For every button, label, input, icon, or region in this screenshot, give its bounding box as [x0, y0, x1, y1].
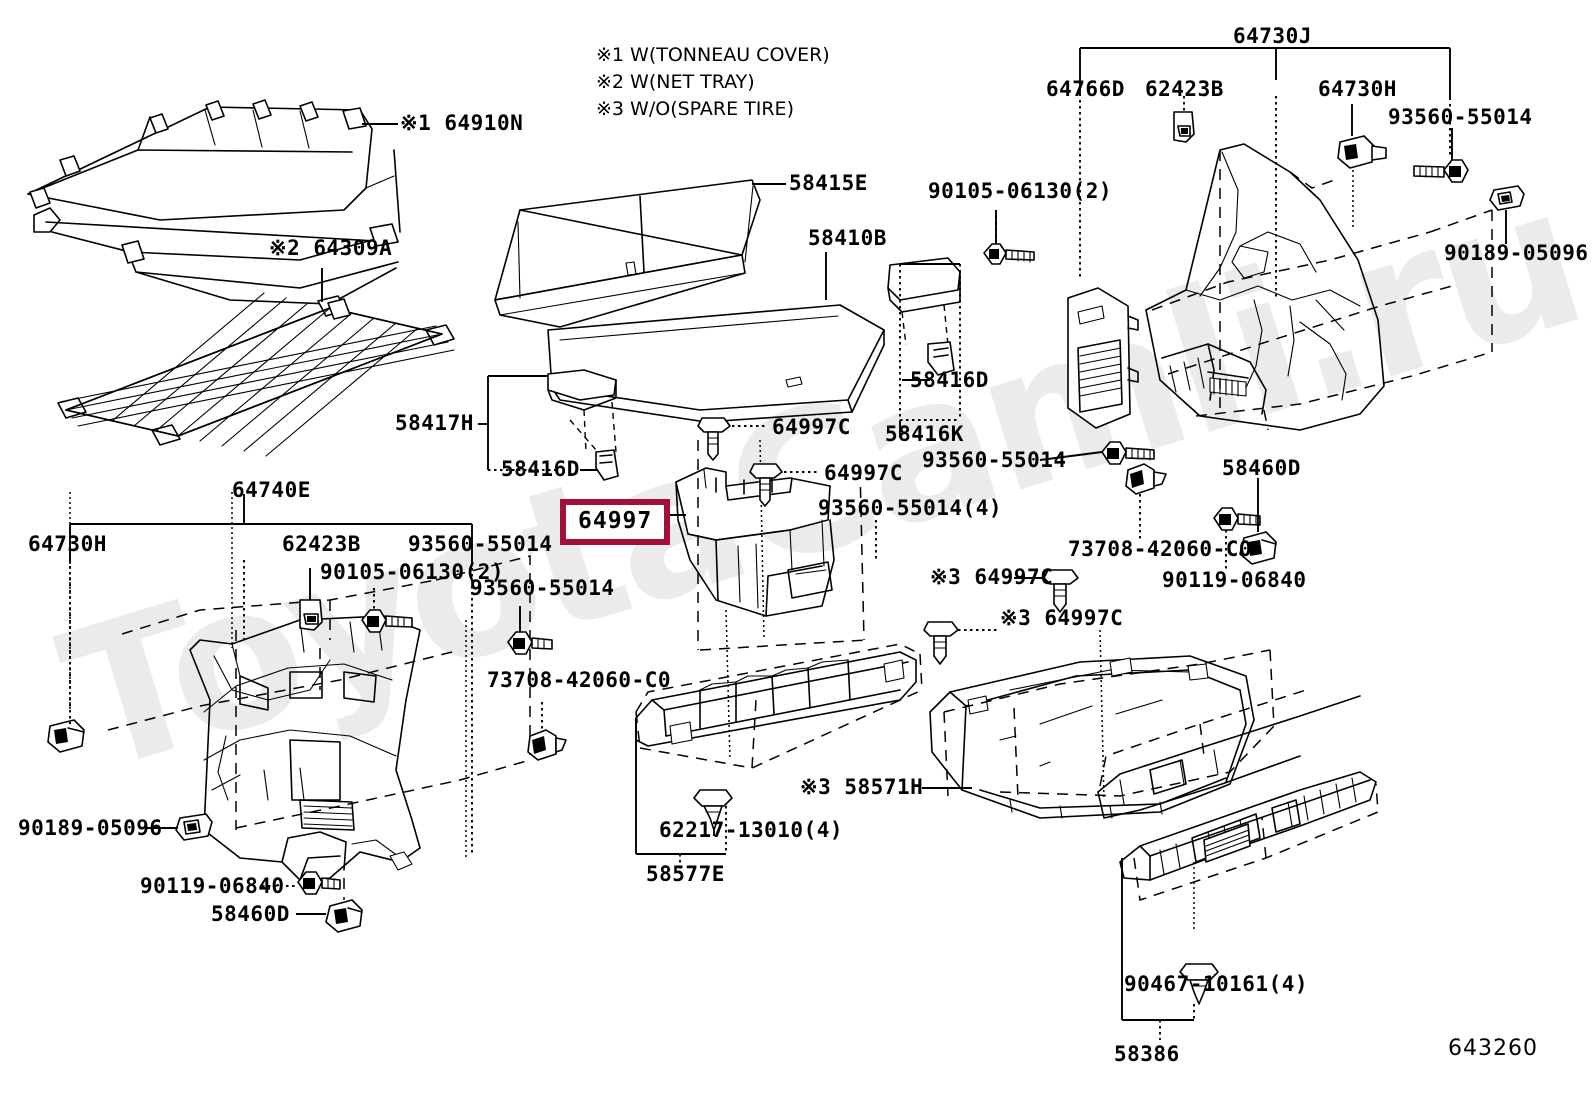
part-label-58416d-a[interactable]: 58416D [501, 457, 580, 481]
fastener-62423b-bottom [299, 599, 323, 631]
part-label-62423b-b[interactable]: 62423B [282, 532, 361, 556]
part-label-93560-b[interactable]: 93560-55014 [922, 448, 1067, 472]
part-58577e-rear-tray [635, 609, 923, 769]
part-label-64997c-2[interactable]: 64997C [824, 461, 903, 485]
part-label-64766d[interactable]: 64766D [1046, 77, 1125, 101]
part-label-58416k[interactable]: 58416K [885, 422, 964, 446]
part-label-90119-a[interactable]: 90119-06840 [1162, 568, 1307, 592]
part-label-64997c-1[interactable]: 64997C [772, 415, 851, 439]
part-label-64730h-a[interactable]: 64730H [1318, 77, 1397, 101]
part-58415e-deck-board [494, 179, 761, 328]
part-label-58460d-b[interactable]: 58460D [211, 902, 290, 926]
diagram-number: 643260 [1448, 1036, 1538, 1061]
part-64766d-vent-panel [1067, 287, 1139, 429]
part-label-58386[interactable]: 58386 [1114, 1042, 1180, 1066]
fastener-64730h-top [1337, 135, 1387, 169]
part-58386-sill-plate [1119, 771, 1379, 930]
part-label-90105-a[interactable]: 90105-06130(2) [928, 179, 1113, 203]
part-label-90189-b[interactable]: 90189-05096 [18, 816, 163, 840]
part-label-64997c-4[interactable]: ※3 64997C [1000, 606, 1124, 630]
part-64730j-quarter-trim [1145, 143, 1493, 431]
fastener-93560-55014-mid [1101, 441, 1155, 465]
part-label-58410b[interactable]: 58410B [808, 226, 887, 250]
part-label-58460d-a[interactable]: 58460D [1222, 456, 1301, 480]
part-58416k-vent-trim [887, 257, 961, 376]
part-label-93560-a[interactable]: 93560-55014 [1388, 105, 1533, 129]
fastener-90119-06840-right [1213, 507, 1261, 531]
part-label-64730j[interactable]: 64730J [1233, 24, 1312, 48]
part-58571h-cover [929, 629, 1275, 819]
fastener-73708-42060-right [1125, 463, 1167, 495]
part-label-73708-a[interactable]: 73708-42060-C0 [1068, 537, 1253, 561]
fastener-58460d-bottom [325, 899, 363, 933]
part-label-58417h[interactable]: 58417H [395, 411, 474, 435]
note-1: ※1 W(TONNEAU COVER) [596, 44, 830, 66]
fastener-73708-42060-bottom [527, 729, 567, 761]
fastener-64997c-4 [923, 621, 959, 665]
part-label-90119-b[interactable]: 90119-06840 [140, 874, 285, 898]
part-label-90189-a[interactable]: 90189-05096 [1444, 241, 1589, 265]
part-label-58416d-b[interactable]: 58416D [910, 368, 989, 392]
part-label-58571h[interactable]: ※3 58571H [800, 775, 924, 799]
fastener-90105-06130-top [983, 243, 1035, 265]
note-3: ※3 W/O(SPARE TIRE) [596, 98, 794, 120]
part-58410b-floor-board [547, 304, 885, 423]
part-label-62217[interactable]: 62217-13010(4) [659, 818, 844, 842]
highlighted-part-number[interactable]: 64997 [560, 499, 671, 545]
fastener-64730h-bottom [47, 719, 85, 753]
fastener-64997c-2 [749, 463, 783, 507]
fastener-62423b-top [1173, 111, 1195, 143]
part-label-64740e[interactable]: 64740E [232, 478, 311, 502]
fastener-90189-05096-right [1489, 185, 1525, 211]
note-2: ※2 W(NET TRAY) [596, 71, 755, 93]
fastener-90189-05096-bottom [175, 813, 213, 841]
part-label-93560-e[interactable]: 93560-55014 [470, 576, 615, 600]
part-label-64910n[interactable]: ※1 64910N [400, 111, 524, 135]
fastener-90105-06130-bottom [361, 609, 413, 633]
fastener-90119-06840-bottom [297, 871, 341, 895]
part-label-90467[interactable]: 90467-10161(4) [1124, 972, 1309, 996]
part-label-62423b-a[interactable]: 62423B [1145, 77, 1224, 101]
part-label-64730h-b[interactable]: 64730H [28, 532, 107, 556]
part-label-58415e[interactable]: 58415E [789, 171, 868, 195]
fastener-64997c-1 [697, 417, 731, 461]
fastener-93560-55014-topright [1413, 159, 1469, 183]
part-label-93560-d[interactable]: 93560-55014 [408, 532, 553, 556]
part-label-93560-c[interactable]: 93560-55014(4) [818, 496, 1003, 520]
part-label-64309a[interactable]: ※2 64309A [269, 236, 393, 260]
part-label-73708-b[interactable]: 73708-42060-C0 [487, 668, 672, 692]
fastener-93560-55014-bottom [507, 631, 553, 655]
part-label-58577e[interactable]: 58577E [646, 862, 725, 886]
part-label-64997c-3[interactable]: ※3 64997C [930, 565, 1054, 589]
part-64910n-tonneau-cover [27, 99, 401, 305]
part-sill-plate-partial [1097, 689, 1361, 819]
